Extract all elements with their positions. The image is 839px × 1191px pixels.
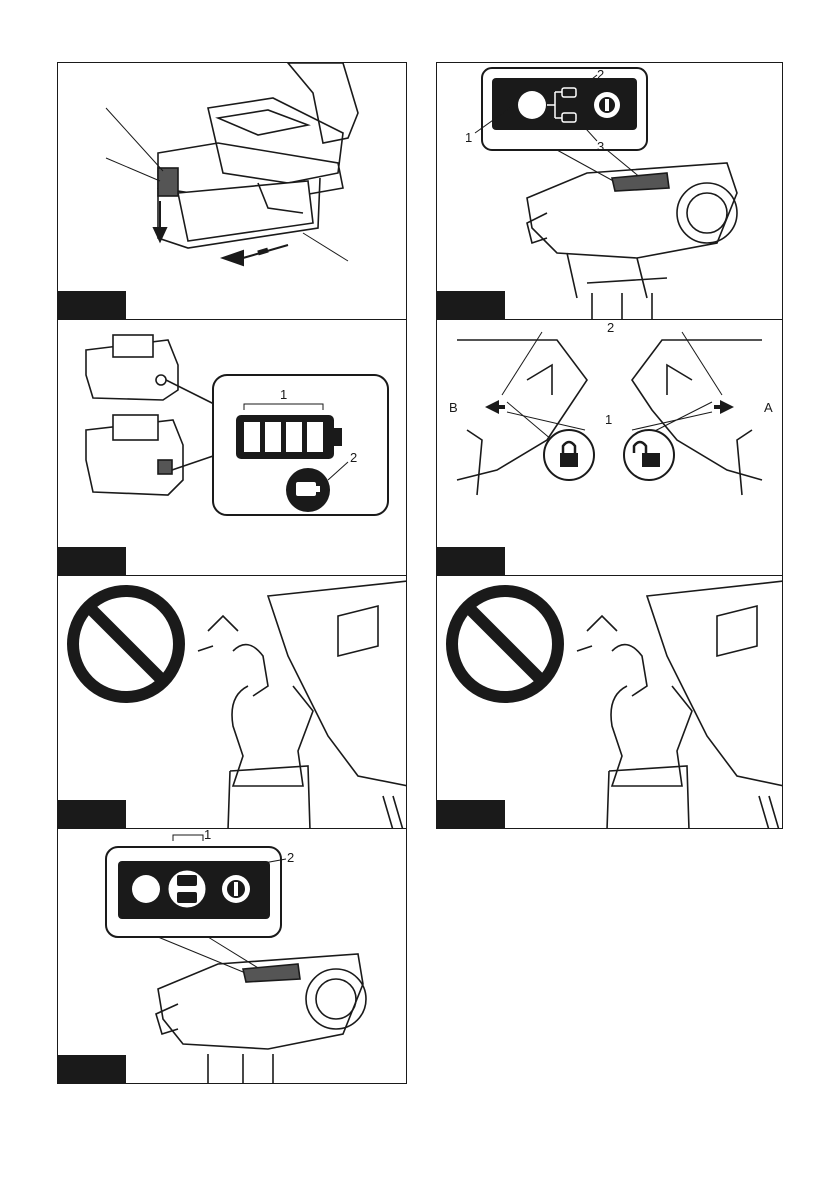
callout-1: 1	[280, 387, 287, 402]
callout-3: 3	[597, 139, 604, 154]
prohibited-action-illustration	[437, 576, 783, 829]
callout-1: 1	[605, 412, 612, 427]
figure-panel-6	[436, 575, 783, 829]
battery-capacity-illustration: 1 2	[58, 320, 407, 576]
figure-panel-4: 2 1 B A	[436, 319, 783, 576]
figure-panel-2: 1 2 3	[436, 62, 783, 320]
figure-panel-7: 1 2	[57, 828, 407, 1084]
figure-panel-3: 1 2	[57, 319, 407, 576]
figure-number-tab	[58, 547, 126, 575]
prohibited-action-illustration	[58, 576, 407, 829]
callout-1: 1	[204, 829, 211, 842]
callout-2: 2	[287, 850, 294, 865]
callout-2: 2	[607, 320, 614, 335]
figure-panel-1	[57, 62, 407, 320]
figure-number-tab	[58, 1055, 126, 1083]
callout-b: B	[449, 400, 458, 415]
indicator-lamp-illustration: 1 2	[58, 829, 407, 1084]
callout-a: A	[764, 400, 773, 415]
figure-number-tab	[437, 291, 505, 319]
callout-2: 2	[597, 67, 604, 82]
callout-1: 1	[465, 130, 472, 145]
callout-2: 2	[350, 450, 357, 465]
figure-number-tab	[58, 800, 126, 828]
prohibition-icon	[73, 591, 179, 697]
figure-number-tab	[437, 800, 505, 828]
prohibition-icon	[452, 591, 558, 697]
figure-number-tab	[437, 547, 505, 575]
lock-unlock-illustration: 2 1 B A	[437, 320, 783, 576]
indicator-lamp-illustration: 1 2 3	[437, 63, 783, 320]
figure-number-tab	[58, 291, 126, 319]
battery-removal-illustration	[58, 63, 407, 320]
figure-panel-5	[57, 575, 407, 829]
